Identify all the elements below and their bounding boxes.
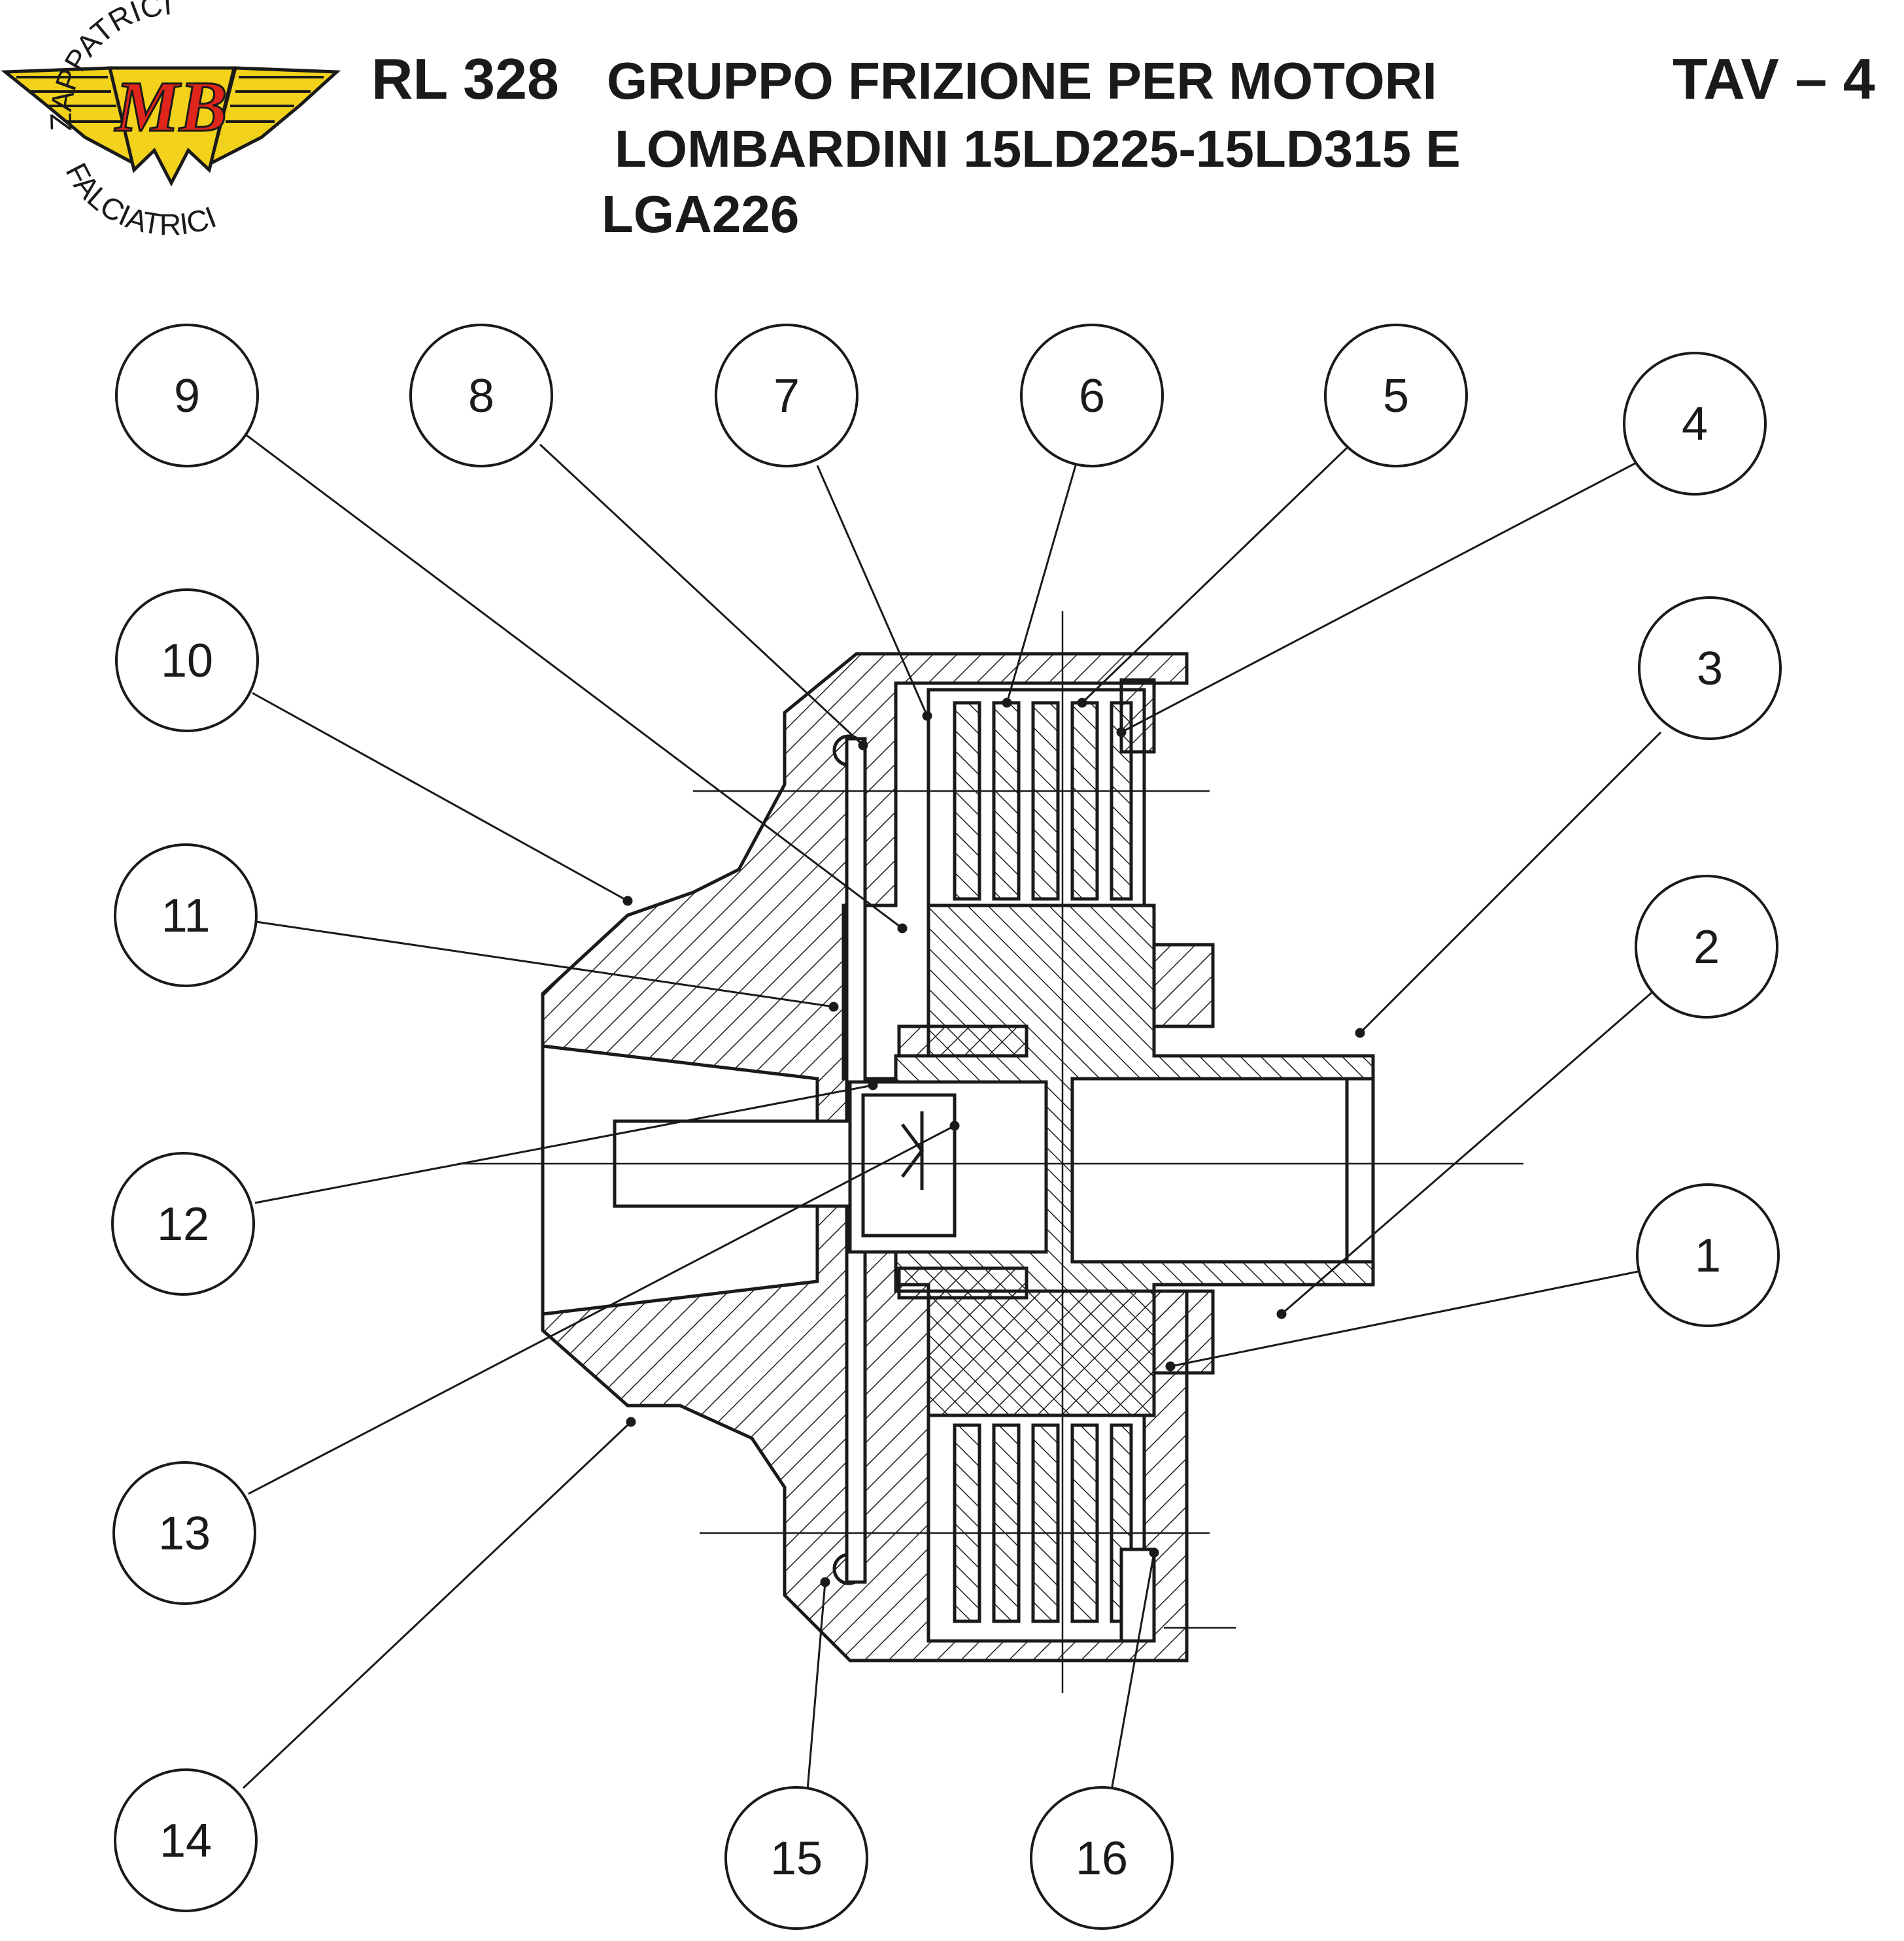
title-line-3: LGA226 (602, 185, 800, 243)
callout-15: 15 (724, 1786, 868, 1930)
callout-9: 9 (115, 324, 259, 467)
callout-11: 11 (114, 843, 258, 987)
friction-disks-lower (926, 1413, 1156, 1643)
title-line-1: GRUPPO FRIZIONE PER MOTORI (607, 52, 1437, 110)
logo-bottom-text: FALCIATRICI (60, 158, 221, 241)
callout-10: 10 (115, 588, 259, 732)
callout-1: 1 (1636, 1183, 1780, 1327)
sheet-number: TAV – 4 (1673, 46, 1875, 111)
callout-5: 5 (1324, 324, 1468, 467)
brand-logo: MB ZAPPATRICI FALCIATRICI (1, 0, 341, 241)
callout-14: 14 (114, 1768, 258, 1912)
needle-bearing-lower (897, 1266, 1028, 1300)
callout-3: 3 (1638, 596, 1782, 740)
callout-2: 2 (1635, 875, 1778, 1019)
centerlines (458, 611, 1523, 1693)
logo-monogram: MB (114, 67, 227, 146)
callout-bubbles: 9 8 7 6 5 4 10 3 11 2 12 1 13 14 15 16 (111, 324, 1782, 1930)
callout-label: 11 (162, 890, 211, 942)
callout-label: 10 (161, 635, 213, 687)
callout-label: 15 (770, 1832, 823, 1885)
callout-label: 12 (157, 1198, 209, 1251)
callout-label: 7 (774, 370, 800, 422)
callout-label: 9 (174, 370, 200, 422)
needle-bearing-upper (897, 1024, 1028, 1058)
callout-label: 14 (160, 1815, 212, 1867)
part-code: RL 328 (371, 46, 559, 111)
callout-6: 6 (1020, 324, 1164, 467)
callout-label: 6 (1079, 370, 1105, 422)
callout-label: 8 (468, 370, 494, 422)
callout-label: 1 (1695, 1230, 1721, 1282)
snap-ring-upper (1119, 678, 1156, 754)
friction-disks-upper (926, 678, 1156, 907)
callout-label: 13 (158, 1508, 211, 1560)
callout-label: 4 (1682, 398, 1708, 450)
callout-16: 16 (1030, 1786, 1174, 1930)
callout-4: 4 (1623, 352, 1767, 496)
output-shaft-bore (1070, 1077, 1375, 1264)
callout-label: 16 (1076, 1832, 1128, 1885)
title-line-2: LOMBARDINI 15LD225-15LD315 E (615, 120, 1461, 178)
leader-lines (242, 433, 1662, 1791)
clutch-assembly-section (458, 611, 1523, 1693)
callout-13: 13 (112, 1461, 256, 1605)
logo-shield (107, 66, 237, 187)
callout-label: 2 (1693, 921, 1720, 973)
callout-label: 5 (1383, 370, 1409, 422)
callout-7: 7 (715, 324, 858, 467)
callout-8: 8 (409, 324, 553, 467)
bushing-lower (1152, 1289, 1215, 1375)
bushing-upper (1152, 943, 1215, 1028)
callout-label: 3 (1697, 643, 1723, 695)
callout-12: 12 (111, 1152, 255, 1296)
